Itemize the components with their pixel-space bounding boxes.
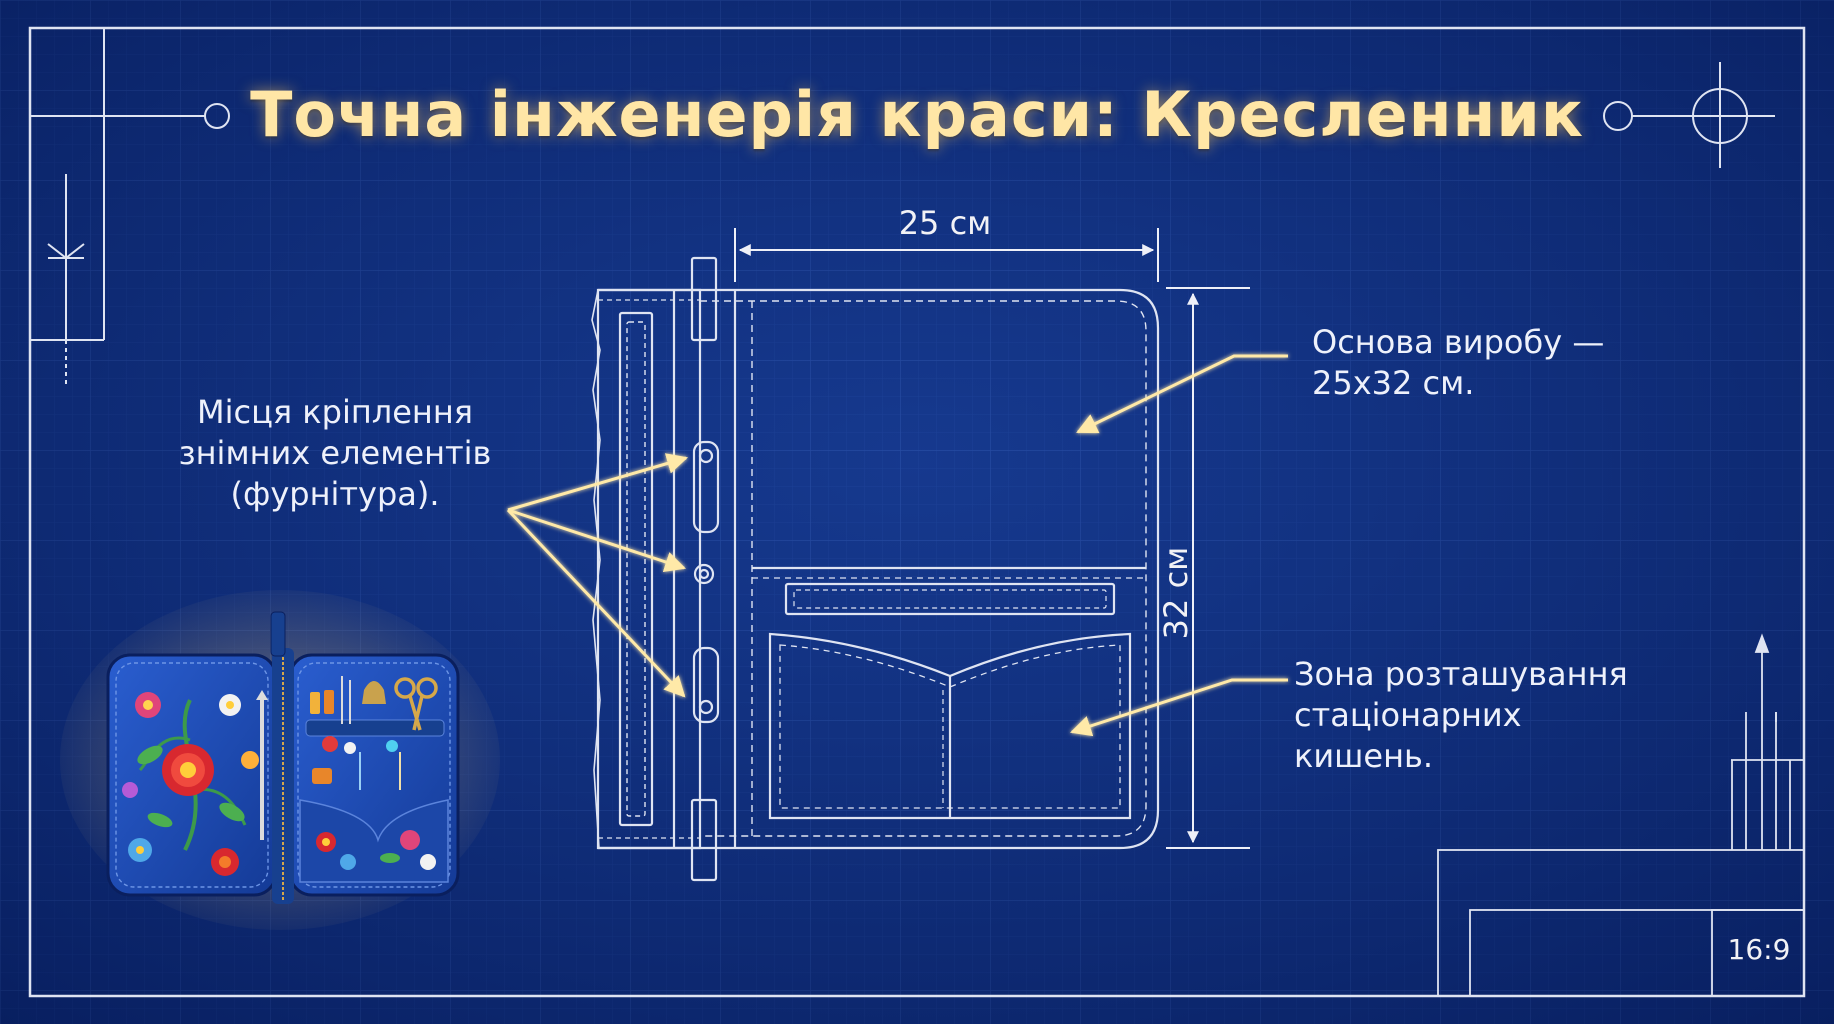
aspect-ratio-label: 16:9 <box>1727 933 1791 966</box>
dimension-width-label: 25 см <box>898 204 992 242</box>
flower-embroidery-icon <box>122 692 259 876</box>
corner-marks-left <box>30 28 230 385</box>
pockets-label: Зона розташування стаціонарних кишень. <box>1294 654 1654 777</box>
thimble-icon <box>362 681 386 704</box>
page-title: Точна інженерія краси: Кресленник <box>250 78 1584 151</box>
pockets-label-line: Зона розташування <box>1294 655 1628 693</box>
hardware-label-line: (фурнітура). <box>230 475 440 513</box>
dimension-width <box>734 228 1159 282</box>
embroidered-case-image <box>60 590 500 930</box>
corner-marks-right <box>1437 633 1805 997</box>
scissors-icon <box>394 677 438 731</box>
hardware-label-line: Місця кріплення <box>197 393 473 431</box>
dimension-height-label: 32 см <box>1157 546 1195 640</box>
outer-frame <box>28 26 1806 998</box>
leader-arrows <box>506 354 1288 737</box>
base-label: Основа виробу — 25x32 см. <box>1312 322 1642 404</box>
crosshair-icon <box>1603 62 1775 168</box>
hardware-label: Місця кріплення знімних елементів (фурні… <box>150 392 520 515</box>
pockets-label-line: стаціонарних <box>1294 696 1522 734</box>
hardware-label-line: знімних елементів <box>178 434 492 472</box>
dimension-height <box>1166 287 1250 849</box>
base-label-line: 25x32 см. <box>1312 364 1475 402</box>
base-label-line: Основа виробу — <box>1312 323 1605 361</box>
pockets-label-line: кишень. <box>1294 737 1434 775</box>
